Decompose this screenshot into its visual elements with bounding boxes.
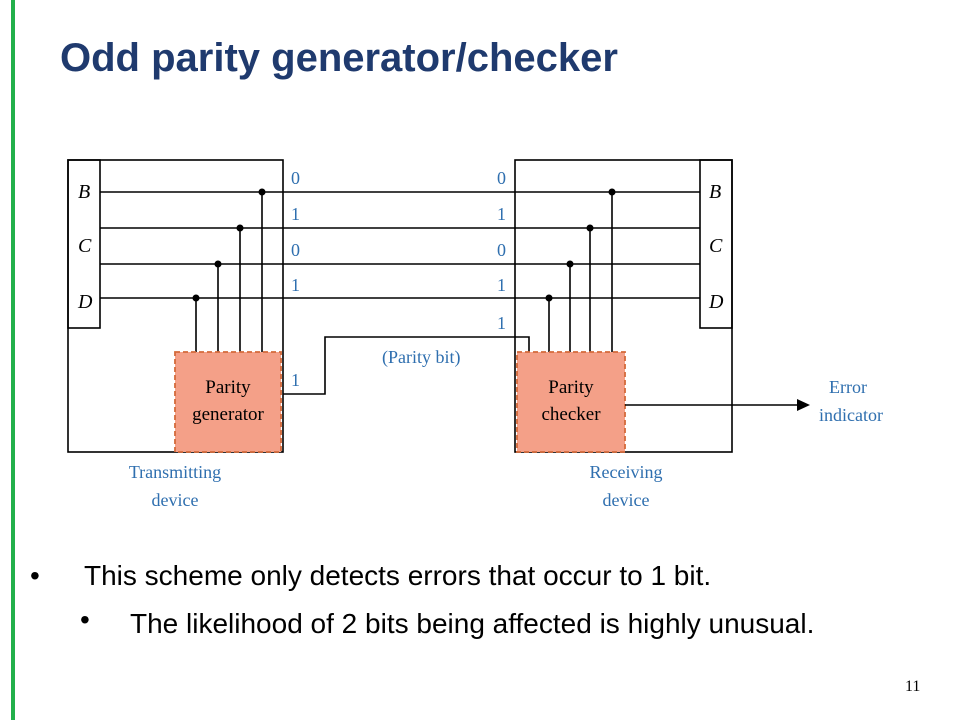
rx-label-d: D (708, 291, 724, 313)
receiving-label-line1: Receiving (590, 462, 663, 482)
generator-label-line2: generator (192, 404, 264, 425)
tx-bit-c: 0 (291, 240, 300, 260)
junction-dot (608, 188, 616, 196)
junction-dot (236, 224, 244, 232)
tx-label-b: B (78, 181, 90, 203)
transmitting-label-line1: Transmitting (129, 462, 221, 482)
slide-title: Odd parity generator/checker (60, 36, 618, 80)
sub-bullet-text: The likelihood of 2 bits being affected … (130, 608, 815, 639)
parity-bit-label: (Parity bit) (382, 347, 461, 368)
junction-dot (192, 294, 200, 302)
bullet-text: This scheme only detects errors that occ… (84, 560, 712, 591)
tx-bit-b: 0 (291, 168, 300, 188)
rx-bit-d: 1 (497, 275, 506, 295)
rx-input-box (699, 159, 733, 329)
tx-label-c: C (78, 235, 92, 257)
tx-bit-d: 1 (291, 275, 300, 295)
tx-parity-bit: 1 (291, 370, 300, 390)
rx-bit-1: 1 (497, 204, 506, 224)
bullet-icon: • (30, 560, 40, 591)
data-lines (100, 191, 700, 299)
junction-dot (214, 260, 222, 268)
bullet-icon: • (80, 604, 90, 635)
error-label-line2: indicator (819, 405, 883, 425)
parity-checker-block (516, 351, 626, 453)
junction-dot (566, 260, 574, 268)
checker-taps (548, 192, 613, 352)
checker-label-line2: checker (541, 404, 601, 425)
tx-label-d: D (77, 291, 93, 313)
rx-parity-bit: 1 (497, 313, 506, 333)
checker-label-line1: Parity (548, 377, 594, 398)
tx-bit-1: 1 (291, 204, 300, 224)
junction-dot (586, 224, 594, 232)
rx-bit-b: 0 (497, 168, 506, 188)
junction-dot (545, 294, 553, 302)
generator-taps (195, 192, 263, 352)
accent-line (11, 0, 15, 720)
generator-label-line1: Parity (205, 377, 251, 398)
junction-dot (258, 188, 266, 196)
receiving-label-line2: device (603, 490, 650, 510)
rx-bit-c: 0 (497, 240, 506, 260)
parity-bit-wire (283, 336, 530, 395)
arrow-head-icon (797, 399, 810, 411)
page-number: 11 (905, 678, 921, 695)
rx-label-c: C (709, 235, 723, 257)
tx-input-box (67, 159, 101, 329)
left-margin (0, 0, 11, 720)
parity-generator-block (174, 351, 282, 453)
transmitting-label-line2: device (152, 490, 199, 510)
error-label-line1: Error (829, 377, 867, 397)
rx-label-b: B (709, 181, 721, 203)
